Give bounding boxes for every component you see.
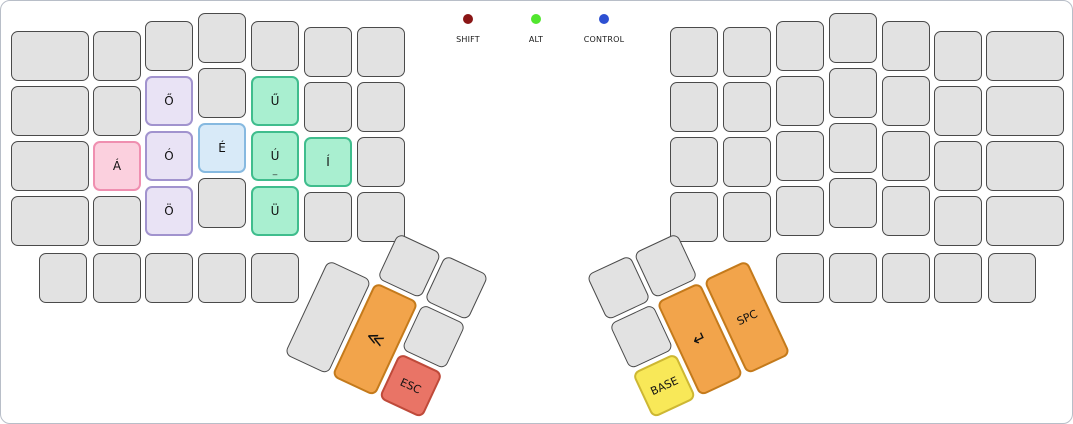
key-blank[interactable] <box>986 86 1064 136</box>
key-blank[interactable] <box>670 27 718 77</box>
key-blank[interactable] <box>251 21 299 71</box>
key-blank[interactable] <box>145 21 193 71</box>
key-blank[interactable] <box>39 253 87 303</box>
key-blank[interactable] <box>776 131 824 181</box>
modifier-legend: SHIFT ALT CONTROL <box>446 14 626 44</box>
key-blank[interactable] <box>934 196 982 246</box>
key-blank[interactable] <box>93 86 141 136</box>
key-blank[interactable] <box>723 82 771 132</box>
key-blank[interactable] <box>670 192 718 242</box>
key-blank[interactable] <box>93 253 141 303</box>
key-u-double-acute[interactable]: Ű <box>251 76 299 126</box>
key-blank[interactable] <box>670 82 718 132</box>
key-blank[interactable] <box>776 21 824 71</box>
legend-item-shift: SHIFT <box>446 14 490 44</box>
key-blank[interactable] <box>357 82 405 132</box>
key-blank[interactable] <box>198 13 246 63</box>
legend-label-alt: ALT <box>528 35 544 44</box>
key-blank[interactable] <box>988 253 1036 303</box>
key-blank[interactable] <box>829 253 877 303</box>
key-blank[interactable] <box>882 253 930 303</box>
key-o-umlaut[interactable]: Ö <box>145 186 193 236</box>
right-thumb-cluster: SPC↵BASE <box>583 211 792 422</box>
key-o-acute[interactable]: Ó <box>145 131 193 181</box>
legend-label-shift: SHIFT <box>456 35 480 44</box>
key-blank[interactable] <box>776 186 824 236</box>
key-blank[interactable] <box>934 31 982 81</box>
key-e-acute[interactable]: É <box>198 123 246 173</box>
key-blank[interactable] <box>11 196 89 246</box>
key-blank[interactable] <box>986 31 1064 81</box>
key-blank[interactable] <box>723 27 771 77</box>
key-blank[interactable] <box>198 253 246 303</box>
key-blank[interactable] <box>829 123 877 173</box>
key-blank[interactable] <box>357 137 405 187</box>
key-blank[interactable] <box>357 27 405 77</box>
key-u-umlaut[interactable]: Ü <box>251 186 299 236</box>
key-i-acute[interactable]: Í <box>304 137 352 187</box>
left-thumb-cluster: ≪ESC <box>283 211 492 422</box>
key-blank[interactable] <box>670 137 718 187</box>
key-blank[interactable] <box>986 196 1064 246</box>
key-blank[interactable] <box>304 27 352 77</box>
legend-item-control: CONTROL <box>582 14 626 44</box>
legend-label-control: CONTROL <box>583 35 625 44</box>
key-blank[interactable] <box>934 86 982 136</box>
key-blank[interactable] <box>934 141 982 191</box>
key-blank[interactable] <box>198 178 246 228</box>
key-blank[interactable] <box>11 141 89 191</box>
key-blank[interactable] <box>145 253 193 303</box>
key-blank[interactable] <box>882 76 930 126</box>
key-blank[interactable] <box>986 141 1064 191</box>
control-color-dot <box>599 14 609 24</box>
key-blank[interactable] <box>829 178 877 228</box>
key-blank[interactable] <box>198 68 246 118</box>
key-u-acute[interactable]: Ú_ <box>251 131 299 181</box>
key-blank[interactable] <box>11 86 89 136</box>
key-blank[interactable] <box>93 31 141 81</box>
key-blank[interactable] <box>304 82 352 132</box>
legend-item-alt: ALT <box>514 14 558 44</box>
key-blank[interactable] <box>882 131 930 181</box>
key-blank[interactable] <box>882 21 930 71</box>
key-blank[interactable] <box>357 192 405 242</box>
key-blank[interactable] <box>829 13 877 63</box>
key-blank[interactable] <box>251 253 299 303</box>
key-blank[interactable] <box>93 196 141 246</box>
key-blank[interactable] <box>11 31 89 81</box>
key-blank[interactable] <box>776 76 824 126</box>
key-a-acute[interactable]: Á <box>93 141 141 191</box>
key-blank[interactable] <box>304 192 352 242</box>
key-blank[interactable] <box>723 137 771 187</box>
alt-color-dot <box>531 14 541 24</box>
key-blank[interactable] <box>882 186 930 236</box>
key-blank[interactable] <box>829 68 877 118</box>
shift-color-dot <box>463 14 473 24</box>
key-o-double-acute[interactable]: Ő <box>145 76 193 126</box>
key-blank[interactable] <box>934 253 982 303</box>
key-blank[interactable] <box>723 192 771 242</box>
key-blank[interactable] <box>776 253 824 303</box>
